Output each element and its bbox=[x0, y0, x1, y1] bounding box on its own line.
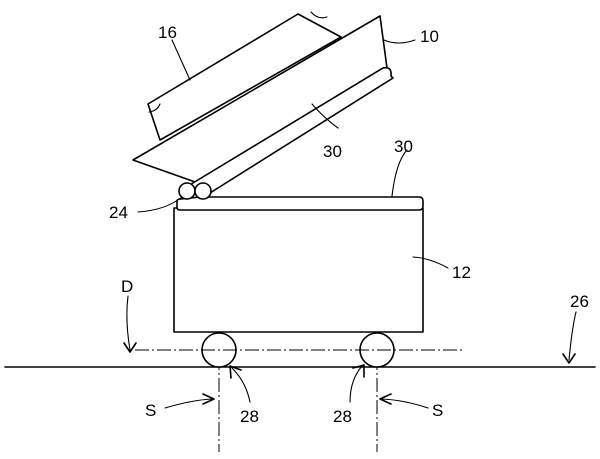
leader-24 bbox=[137, 196, 183, 213]
leader-16 bbox=[171, 39, 191, 81]
label-10: 10 bbox=[420, 27, 439, 46]
leader-28b bbox=[349, 365, 363, 403]
arrow-28a bbox=[229, 365, 242, 379]
leader-s-left bbox=[164, 398, 213, 409]
label-s-right: S bbox=[432, 401, 443, 420]
leader-26 bbox=[568, 311, 577, 361]
device-16 bbox=[147, 13, 342, 141]
arrow-d bbox=[123, 342, 137, 353]
label-26: 26 bbox=[570, 292, 589, 311]
hinge-24-left bbox=[178, 182, 196, 200]
leader-30b bbox=[391, 149, 408, 197]
hinge-24-right bbox=[194, 182, 212, 200]
leader-30a bbox=[311, 103, 339, 129]
device-16-corner-mark-right bbox=[310, 11, 328, 19]
arrow-s-right bbox=[379, 393, 392, 405]
leader-10 bbox=[383, 39, 416, 44]
device-16-corner-mark-left bbox=[148, 103, 161, 113]
leader-s-right bbox=[381, 398, 429, 409]
label-28-right: 28 bbox=[333, 407, 352, 426]
leader-12 bbox=[412, 256, 449, 269]
label-30-panel: 30 bbox=[323, 142, 342, 161]
leader-28a bbox=[231, 367, 251, 403]
panel-rail-30 bbox=[187, 66, 394, 199]
leader-d bbox=[126, 295, 131, 351]
arrow-26 bbox=[562, 353, 576, 364]
label-d: D bbox=[121, 277, 133, 296]
label-28-left: 28 bbox=[240, 407, 259, 426]
label-30-top: 30 bbox=[394, 137, 413, 156]
arrow-s-left bbox=[202, 393, 215, 405]
label-s-left: S bbox=[145, 401, 156, 420]
top-plate-30 bbox=[176, 196, 424, 211]
label-12: 12 bbox=[452, 263, 471, 282]
label-16: 16 bbox=[158, 23, 177, 42]
body-12 bbox=[173, 207, 424, 333]
label-24: 24 bbox=[109, 203, 128, 222]
arrow-28b bbox=[352, 364, 365, 378]
